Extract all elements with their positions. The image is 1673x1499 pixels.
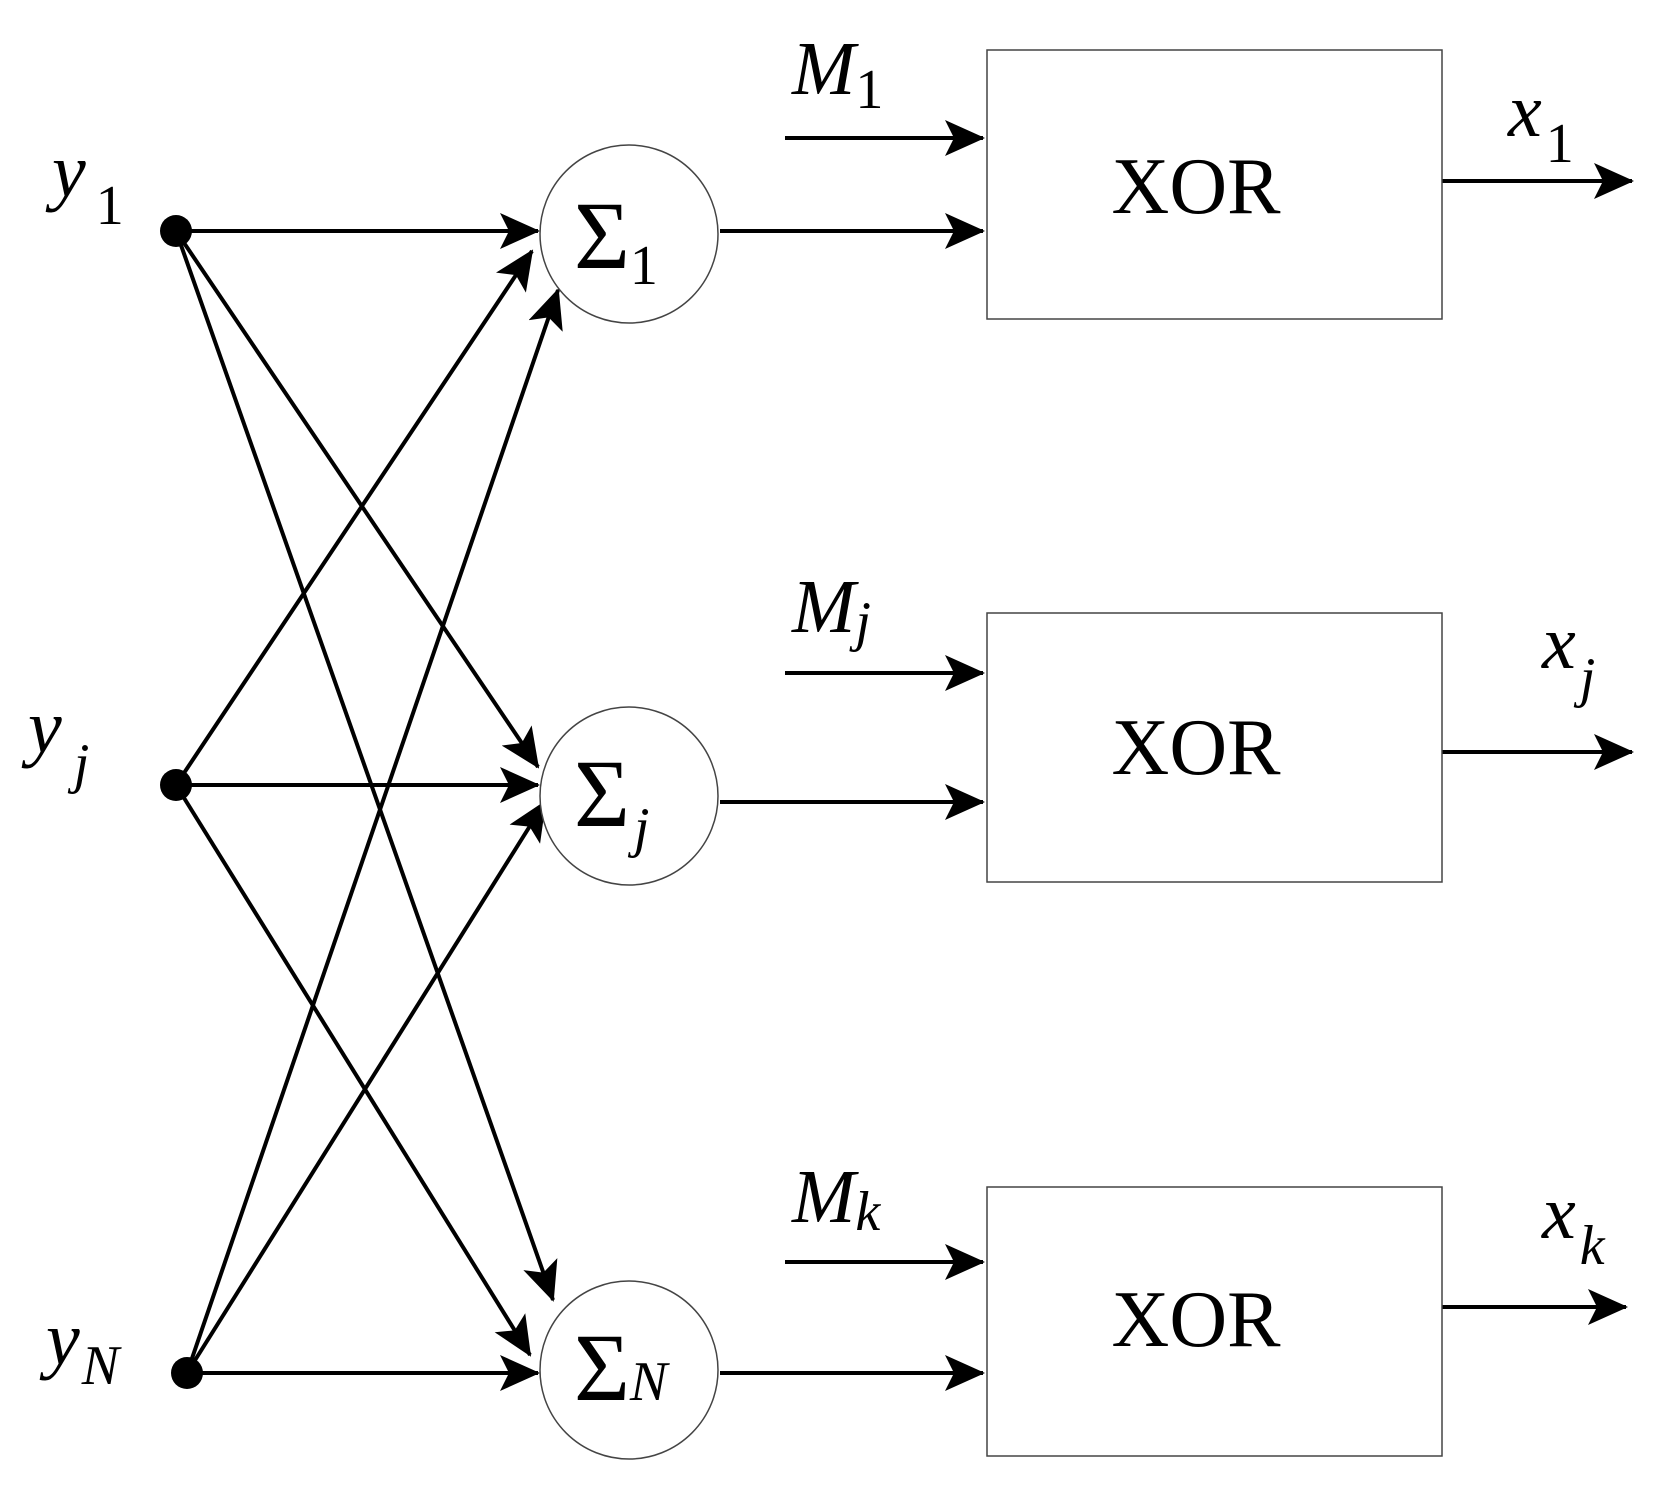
xor-gate-j: XOR bbox=[986, 612, 1443, 883]
xor-gate-1-label: XOR bbox=[1112, 143, 1282, 231]
input-label-N: yN bbox=[39, 1297, 122, 1397]
summer-1: Σ1 bbox=[539, 144, 719, 324]
input-node-j bbox=[160, 769, 192, 801]
xor-gate-1-box bbox=[986, 49, 1443, 320]
wire-yN-sum1 bbox=[185, 288, 563, 1374]
wire-yj-sumN bbox=[174, 783, 532, 1357]
mask-label-j: Mj bbox=[791, 565, 871, 653]
wire-y1-sumj bbox=[174, 229, 540, 769]
wire-yN-sumj bbox=[185, 800, 547, 1375]
summer-j-circle bbox=[539, 706, 719, 886]
xor-gate-j-box bbox=[986, 612, 1443, 883]
summer-j: Σj bbox=[539, 706, 719, 886]
summer-N-circle bbox=[539, 1280, 719, 1460]
xor-gate-k-label: XOR bbox=[1112, 1276, 1282, 1364]
output-label-k: xk bbox=[1541, 1171, 1606, 1277]
xor-gate-j-label: XOR bbox=[1112, 704, 1282, 792]
xor-gate-1: XOR bbox=[986, 49, 1443, 320]
summer-1-label: Σ1 bbox=[574, 182, 658, 297]
summer-N-label: ΣN bbox=[574, 1314, 670, 1421]
input-node-1 bbox=[160, 215, 192, 247]
summer-N: ΣN bbox=[539, 1280, 719, 1460]
wire-y1-sumN bbox=[174, 230, 558, 1302]
connection-wires bbox=[174, 120, 1634, 1391]
summer-1-circle bbox=[539, 144, 719, 324]
output-label-j: xj bbox=[1541, 601, 1595, 709]
wire-yj-sum1 bbox=[174, 249, 534, 787]
input-node-N bbox=[171, 1357, 203, 1389]
mask-label-1: M1 bbox=[791, 27, 883, 121]
mask-label-k: Mk bbox=[791, 1155, 881, 1243]
input-nodes bbox=[160, 215, 203, 1389]
xor-gate-k-box bbox=[986, 1186, 1443, 1457]
summer-j-label: Σj bbox=[574, 740, 649, 859]
xor-gate-k: XOR bbox=[986, 1186, 1443, 1457]
output-label-1: x1 bbox=[1507, 69, 1574, 175]
